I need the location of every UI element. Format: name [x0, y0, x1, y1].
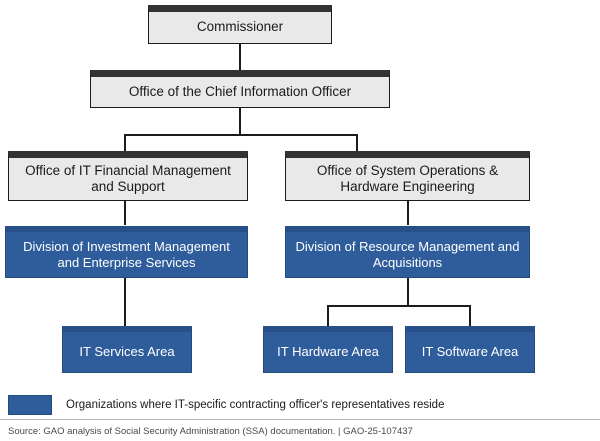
node-division-of-resource-management-and-acquisitions[interactable]: Division of Resource Management and Acqu…	[285, 226, 530, 278]
node-office-it-financial-label: Office of IT Financial Management and Su…	[25, 162, 231, 194]
node-it-services-area[interactable]: IT Services Area	[62, 326, 192, 373]
connector-to-office-system-ops	[356, 134, 358, 152]
source-note-text: Source: GAO analysis of Social Security …	[8, 425, 413, 437]
connector-to-office-it-financial	[124, 134, 126, 152]
connector-division-investment-to-it-services	[124, 278, 126, 326]
connector-office-system-ops-to-division-resource	[407, 201, 409, 225]
node-division-resource-label: Division of Resource Management and Acqu…	[295, 238, 520, 270]
node-office-of-system-operations-and-hardware-engineering[interactable]: Office of System Operations & Hardware E…	[285, 151, 530, 201]
node-it-software-area-label: IT Software Area	[421, 344, 519, 360]
node-it-software-area[interactable]: IT Software Area	[405, 326, 535, 373]
connector-to-it-hardware	[327, 305, 329, 326]
node-division-of-investment-management-and-enterprise-services[interactable]: Division of Investment Management and En…	[5, 226, 248, 278]
node-division-investment-label: Division of Investment Management and En…	[23, 238, 230, 270]
connector-division-resource-split-bar	[327, 305, 470, 307]
node-commissioner[interactable]: Commissioner	[148, 5, 332, 44]
connector-ocio-split-bar	[124, 134, 357, 136]
legend: Organizations where IT-specific contract…	[0, 392, 600, 418]
node-office-of-it-financial-management-and-support[interactable]: Office of IT Financial Management and Su…	[8, 151, 248, 201]
source-note: Source: GAO analysis of Social Security …	[0, 419, 600, 441]
connector-office-it-financial-to-division-investment	[124, 201, 126, 225]
node-it-services-area-label: IT Services Area	[79, 344, 175, 360]
connector-to-it-software	[469, 305, 471, 326]
connector-commissioner-to-ocio	[239, 44, 241, 74]
legend-color-swatch	[8, 395, 52, 415]
node-ocio-label: Office of the Chief Information Officer	[128, 83, 352, 99]
legend-label: Organizations where IT-specific contract…	[66, 399, 445, 411]
node-it-hardware-area[interactable]: IT Hardware Area	[263, 326, 393, 373]
node-office-system-ops-label: Office of System Operations & Hardware E…	[316, 162, 499, 194]
node-office-of-chief-information-officer[interactable]: Office of the Chief Information Officer	[90, 70, 390, 108]
connector-division-resource-stub	[407, 278, 409, 306]
node-commissioner-label: Commissioner	[196, 19, 284, 35]
connector-ocio-stub	[239, 108, 241, 135]
node-it-hardware-area-label: IT Hardware Area	[277, 344, 379, 360]
